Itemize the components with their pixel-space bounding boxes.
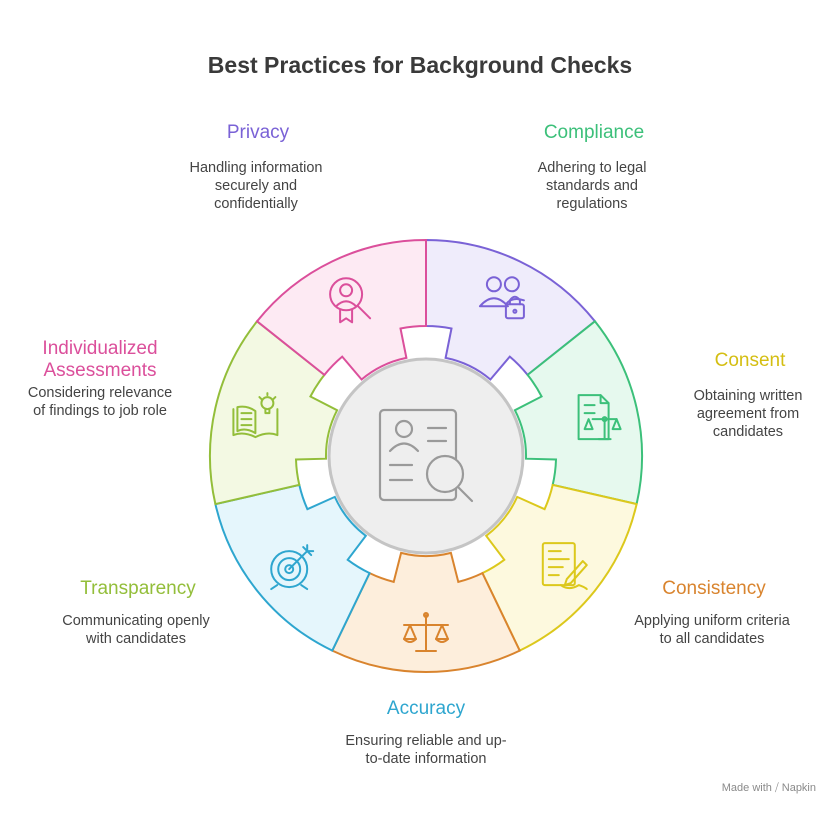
user-lock-icon [478,276,525,320]
document-scale-icon [577,394,622,441]
individualized-desc-line: of findings to job role [33,403,167,419]
individualized-description: Considering relevance of findings to job… [28,384,172,420]
privacy-desc-line: Handling information [189,160,323,176]
compliance-title: Compliance [543,122,645,143]
individualized-title: Individualized Assessments [42,338,158,381]
segment-privacy [425,238,597,381]
compliance-desc-line: standards and [546,178,638,194]
accuracy-desc-line: Ensuring reliable and up- [345,733,507,749]
compliance-desc-line: Adhering to legal [537,160,647,176]
consent-description: Obtaining written agreement from candida… [694,387,803,441]
consistency-title: Consistency [662,578,766,599]
profile-search-icon [329,277,372,324]
accuracy-desc-line: to-date information [365,751,487,767]
target-icon [270,544,315,591]
consent-desc-line: candidates [712,424,784,440]
consistency-desc-line: Applying uniform criteria [634,613,790,629]
transparency-desc-line: Communicating openly [62,613,210,629]
privacy-desc-line: confidentially [214,196,298,212]
segment-transparency [208,319,339,506]
accuracy-title: Accuracy [386,698,466,719]
compliance-desc-line: regulations [556,196,628,212]
open-book-bulb-icon [232,392,279,439]
balance-scale-icon [403,612,449,652]
accuracy-description: Ensuring reliable and up- to-date inform… [345,732,506,768]
transparency-title: Transparency [80,578,196,599]
consistency-desc-line: to all candidates [659,631,765,647]
consent-title: Consent [714,350,786,371]
consent-desc-line: agreement from [696,406,800,422]
privacy-desc-line: securely and [214,178,298,194]
transparency-description: Communicating openly with candidates [62,612,210,648]
signed-document-icon [541,542,588,591]
privacy-title: Privacy [226,122,290,143]
privacy-description: Handling information securely and confid… [190,159,323,213]
transparency-desc-line: with candidates [86,631,186,647]
compliance-description: Adhering to legal standards and regulati… [538,159,647,213]
background-check-icon [378,408,474,503]
made-with-napkin-footer: Made with ⧸ Napkin [721,782,816,794]
consent-desc-line: Obtaining written [693,388,803,404]
individualized-desc-line: Considering relevance [27,385,173,401]
center-circle [327,357,525,555]
consistency-description: Applying uniform criteria to all candida… [634,612,790,648]
diagram-title: Best Practices for Background Checks [207,52,633,78]
